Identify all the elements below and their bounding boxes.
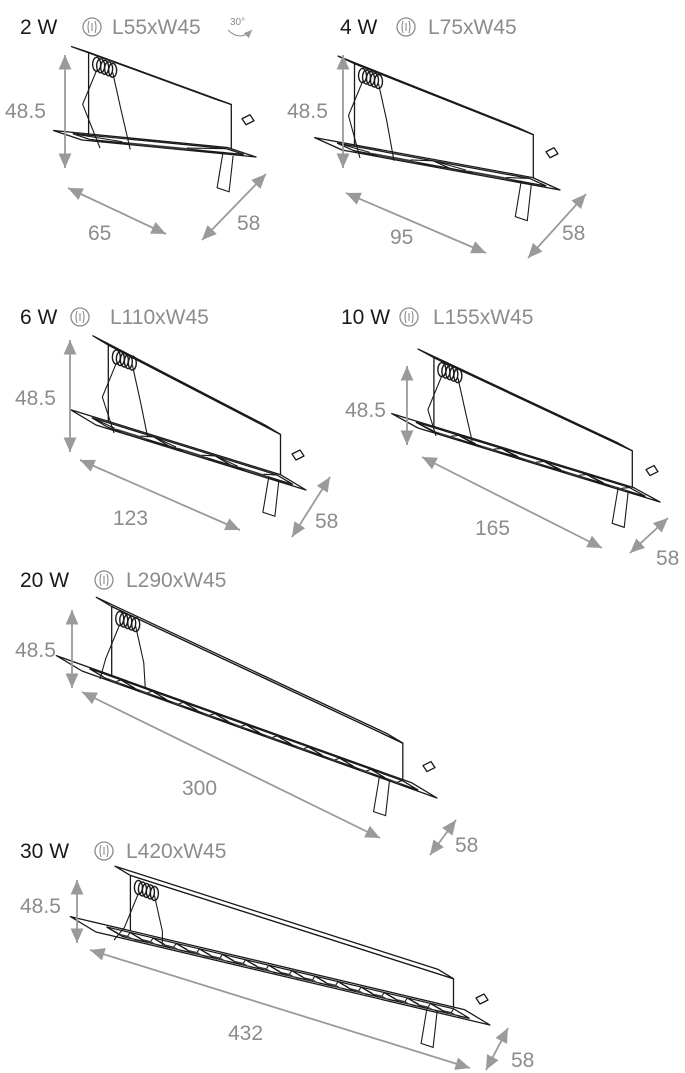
wattage-label: 2 W: [20, 16, 58, 39]
led-lens: [141, 938, 158, 945]
wattage-label: 6 W: [20, 306, 58, 329]
width-arrow: [201, 173, 267, 241]
cutout-icon: [70, 307, 90, 327]
product-p2w: 2 W L55xW45 30° 48.5 65 58: [5, 16, 267, 245]
product-p4w: 4 W L75xW45 48.5 95 58: [287, 16, 587, 259]
led-lens: [384, 777, 405, 786]
cutout-icon: [399, 307, 419, 327]
width-arrow: [527, 193, 587, 259]
driver-connector: [241, 114, 255, 126]
product-p20w: 20 W L290xW45 48.5 300 58: [15, 569, 478, 857]
led-lens: [433, 430, 458, 440]
spring-leg: [420, 1007, 438, 1049]
product-p30w: 30 W L420xW45 48.5 432 58: [20, 840, 534, 1072]
width-arrow: [429, 819, 457, 856]
width-dimension: 58: [562, 222, 585, 245]
housing-top: [70, 45, 232, 106]
length-dimension: 300: [182, 777, 217, 800]
led-lens: [114, 428, 147, 440]
driver-connector: [291, 449, 305, 461]
housing-side: [433, 357, 633, 492]
spring-leg: [216, 151, 234, 193]
led-lens: [603, 482, 629, 492]
cutout-size-label: L55xW45: [112, 16, 201, 39]
spring-clip: [101, 349, 149, 438]
length-dimension: 65: [88, 222, 111, 245]
fixture-drawing: [391, 348, 661, 529]
cutout-size-label: L420xW45: [126, 840, 226, 863]
width-arrow: [291, 476, 331, 538]
fixture-drawing: [52, 45, 257, 193]
spring-leg: [514, 180, 532, 222]
height-dimension: 48.5: [345, 399, 386, 422]
width-dimension: 58: [455, 834, 478, 857]
length-arrow: [67, 187, 167, 235]
width-dimension: 58: [315, 510, 338, 533]
width-dimension: 58: [511, 1049, 534, 1072]
cutout-icon: [94, 570, 114, 590]
housing-side: [107, 344, 282, 480]
housing-top: [417, 348, 633, 452]
led-cells: [73, 133, 244, 155]
cutout-size-label: L290xW45: [126, 569, 226, 592]
spring-clip: [99, 610, 146, 689]
wattage-label: 20 W: [20, 569, 69, 592]
width-dimension: 58: [237, 212, 260, 235]
product-p6w: 6 W L110xW45 48.5 123 58: [15, 306, 338, 538]
height-dimension: 48.5: [20, 895, 61, 918]
height-dimension: 48.5: [15, 639, 56, 662]
length-dimension: 432: [228, 1022, 263, 1045]
fixture-drawing: [69, 335, 307, 518]
wattage-label: 30 W: [20, 840, 69, 863]
width-arrow: [629, 517, 669, 554]
length-arrow: [79, 459, 241, 531]
spring-clip: [113, 879, 163, 947]
length-arrow: [81, 691, 381, 839]
led-cell: [73, 133, 244, 155]
led-lens: [176, 447, 209, 459]
wattage-label: 10 W: [341, 306, 390, 329]
cutout-icon: [396, 17, 416, 37]
led-lens: [118, 933, 135, 940]
cutout-size-label: L155xW45: [433, 306, 533, 329]
length-dimension: 165: [475, 517, 510, 540]
led-lens: [475, 443, 501, 453]
housing-top: [92, 335, 282, 436]
wattage-label: 4 W: [340, 16, 378, 39]
cutout-icon: [82, 17, 102, 37]
fixture-drawing: [314, 55, 561, 222]
led-lens: [466, 170, 514, 181]
height-dimension: 48.5: [5, 100, 46, 123]
cutout-size-label: L110xW45: [110, 306, 209, 329]
cutout-icon: [94, 841, 114, 861]
length-arrow: [89, 948, 471, 1070]
spring-leg: [262, 476, 280, 518]
tilt-rotation-icon: [227, 29, 253, 39]
length-dimension: 123: [113, 507, 148, 530]
driver-connector: [422, 760, 436, 773]
product-p10w: 10 W L155xW45 48.5 165 58: [341, 306, 679, 570]
tilt-angle-label: 30°: [230, 17, 245, 28]
driver-connector: [645, 464, 659, 477]
fixture-drawing: [69, 865, 491, 1049]
led-lens: [103, 676, 123, 686]
driver-connector: [475, 993, 489, 1005]
led-lens: [122, 141, 194, 151]
height-dimension: 48.5: [15, 387, 56, 410]
spring-clip: [427, 361, 473, 442]
spring-leg: [372, 775, 391, 817]
driver-connector: [545, 147, 559, 159]
cutout-size-label: L75xW45: [428, 16, 517, 39]
length-arrow: [345, 192, 487, 254]
length-arrow: [421, 456, 603, 549]
width-dimension: 58: [656, 547, 679, 570]
spring-clip: [82, 56, 131, 150]
height-dimension: 48.5: [287, 100, 328, 123]
length-dimension: 95: [390, 226, 413, 249]
led-lens: [237, 466, 271, 479]
width-arrow: [485, 1027, 509, 1071]
spring-leg: [611, 487, 629, 529]
